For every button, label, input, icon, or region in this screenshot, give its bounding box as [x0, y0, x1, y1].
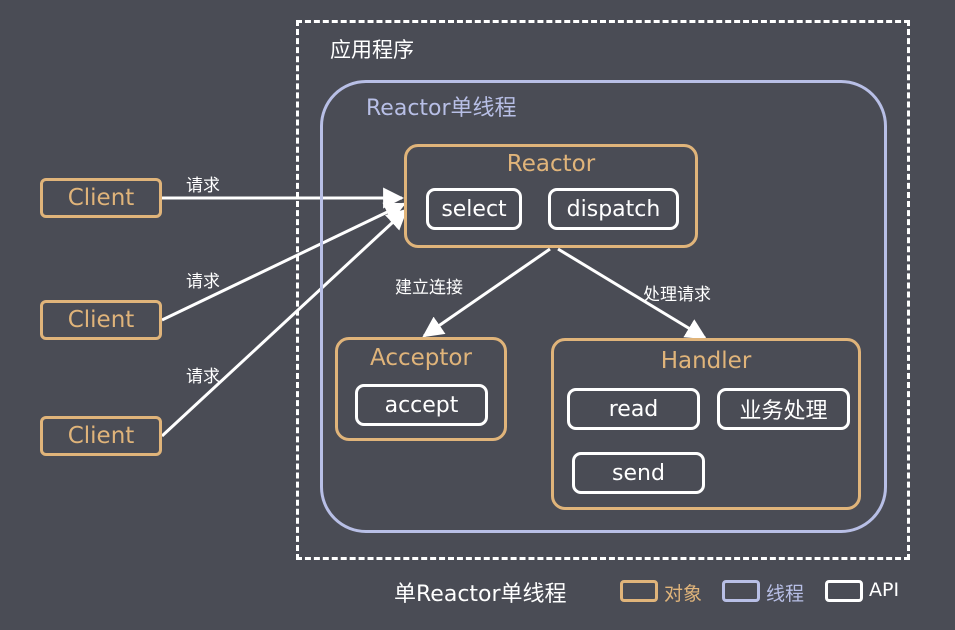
edge-label-connect: 建立连接 [395, 278, 463, 298]
client-1: Client [40, 178, 162, 218]
arrow-reactor-handler [557, 247, 707, 340]
reactor-title: Reactor [506, 151, 596, 177]
dispatch-api: dispatch [548, 188, 679, 230]
legend-object-label: 对象 [664, 583, 703, 605]
select-api: select [426, 188, 522, 230]
send-api: send [572, 452, 705, 494]
edge-label-request-3: 请求 [186, 367, 220, 387]
legend-thread-label: 线程 [766, 583, 805, 605]
client-3: Client [40, 416, 162, 456]
legend-thread-swatch [722, 580, 760, 602]
edge-label-request-2: 请求 [186, 272, 220, 292]
acceptor-title: Acceptor [370, 345, 472, 371]
arrow-client2-reactor [161, 202, 406, 322]
legend-api-swatch [825, 580, 863, 602]
reactor-thread-boundary [320, 80, 887, 533]
client-2: Client [40, 300, 162, 340]
accept-api: accept [355, 384, 488, 426]
business-processing-api: 业务处理 [717, 388, 850, 430]
thread-label: Reactor单线程 [366, 96, 517, 121]
diagram-caption: 单Reactor单线程 [394, 582, 567, 607]
handler-title: Handler [660, 348, 752, 374]
arrow-reactor-acceptor [422, 247, 551, 338]
legend-object-swatch [620, 580, 658, 602]
edge-label-request-1: 请求 [186, 176, 220, 196]
application-boundary [296, 20, 910, 560]
application-label: 应用程序 [330, 38, 414, 62]
legend-api-label: API [869, 579, 900, 601]
arrow-client3-reactor [160, 208, 408, 438]
edge-label-handle: 处理请求 [643, 285, 711, 305]
read-api: read [567, 388, 700, 430]
